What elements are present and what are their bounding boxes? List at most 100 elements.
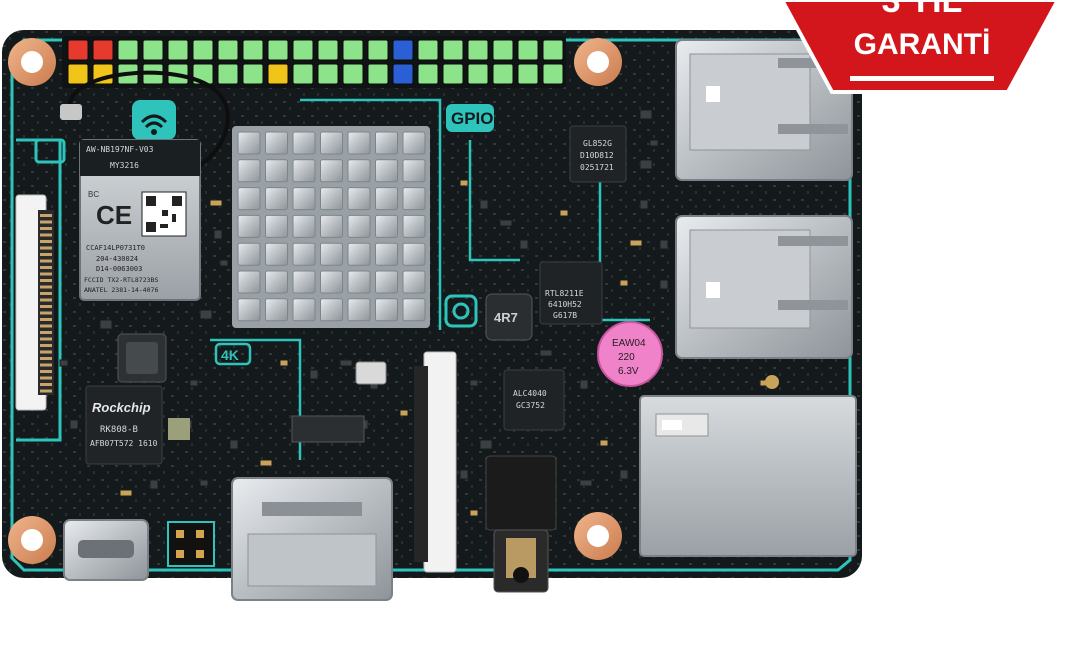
gpio-pin [92, 39, 114, 61]
electrolytic-capacitor: EAW04 220 6.3V [597, 321, 663, 387]
soc-code: AFB07T572 1610 [90, 439, 158, 448]
heatsink-fin [292, 131, 316, 155]
gpio-pin [442, 39, 464, 61]
gpio-pin [242, 39, 264, 61]
bc-mark: BC [88, 190, 99, 199]
gpio-pin [517, 63, 539, 85]
gpio-pin [67, 39, 89, 61]
gpio-pin [192, 39, 214, 61]
gpio-pin [467, 63, 489, 85]
cap-line2: 220 [618, 352, 635, 363]
heatsink-fin [292, 159, 316, 183]
gpio-pin [342, 39, 364, 61]
gpio-pin [542, 63, 564, 85]
heatsink-fin [237, 298, 261, 322]
heatsink-fin [237, 270, 261, 294]
gpio-pin [167, 39, 189, 61]
wifi-fcc: FCCID TX2-RTL8723BS [84, 276, 158, 284]
hdmi-port[interactable] [231, 477, 393, 601]
display-silkscreen-icon [34, 138, 66, 164]
soc-model: RK808-B [100, 425, 138, 435]
heatsink-fin [347, 159, 371, 183]
gpio-pin [317, 39, 339, 61]
gpio-pin [217, 63, 239, 85]
heatsink-fin [347, 131, 371, 155]
eth-line2: 6410H52 [548, 300, 582, 309]
gpio-pin [492, 39, 514, 61]
heatsink-fin [375, 131, 398, 155]
heatsink-fin [265, 131, 288, 155]
antenna-connector [60, 104, 82, 120]
audio-line2: GC3752 [516, 401, 545, 410]
audio-chip: ALC4040 GC3752 [503, 369, 565, 431]
usb-hub-line1: GL852G [583, 139, 612, 148]
micro-usb-power-port[interactable] [63, 519, 149, 581]
gpio-pin [267, 63, 289, 85]
heatsink-fin [347, 270, 371, 294]
gpio-pin [392, 39, 414, 61]
heatsink-fin [320, 159, 343, 183]
heatsink-fin [402, 187, 426, 211]
heatsink-fin [402, 242, 426, 266]
gpio-header [62, 36, 566, 88]
heatsink-fin [320, 187, 343, 211]
gpio-pin [342, 63, 364, 85]
display-ribbon-connector [15, 194, 54, 411]
soc-chip: Rockchip RK808-B AFB07T572 1610 [85, 385, 163, 465]
heatsink-fin [237, 187, 261, 211]
heatsink-fin [347, 187, 371, 211]
heatsink-fin [265, 214, 288, 238]
ce-mark: CE [96, 200, 132, 230]
heatsink-fin [320, 270, 343, 294]
k4-label: 4K [221, 347, 239, 363]
gpio-pin [442, 63, 464, 85]
eth-line3: G617B [553, 311, 577, 320]
usb-port-top[interactable] [675, 39, 853, 181]
cap-line3: 6.3V [618, 366, 639, 377]
gpio-pin [517, 39, 539, 61]
audio-line1: ALC4040 [513, 389, 547, 398]
gpio-pin [217, 39, 239, 61]
wifi-module: AW-NB197NF-V03 MY3216 CE BC CCAF14LP0731… [79, 139, 201, 301]
ethernet-port[interactable] [639, 395, 857, 557]
wifi-anatel: ANATEL 2381-14-4076 [84, 286, 158, 294]
heatsink-fin [375, 270, 398, 294]
heatsink-fin [375, 214, 398, 238]
heatsink-fin [402, 270, 426, 294]
heatsink-fin [375, 242, 398, 266]
gpio-pin [292, 39, 314, 61]
heatsink-fin [320, 298, 343, 322]
gpio-pin [417, 63, 439, 85]
badge-line2: GARANTİ [854, 28, 991, 61]
usb-hub-chip: GL852G D10D812 0251721 [569, 125, 627, 183]
gpio-label-box: GPIO [446, 104, 494, 132]
gpio-pin [542, 39, 564, 61]
audio-jack[interactable] [485, 455, 557, 593]
heatsink-fin [292, 298, 316, 322]
wifi-id2: 204-430024 [96, 255, 138, 263]
usb-port-bottom[interactable] [675, 215, 853, 359]
cap-line1: EAW04 [612, 338, 646, 349]
camera-silkscreen-icon [444, 294, 478, 328]
k4-label-box: 4K [214, 342, 252, 366]
small-jumper-header [167, 521, 215, 567]
heatsink-fin [237, 159, 261, 183]
gpio-pin [467, 39, 489, 61]
heatsink-fin [292, 242, 316, 266]
heatsink-fin [347, 298, 371, 322]
camera-ribbon-connector [414, 351, 457, 573]
wifi-silkscreen-icon [132, 100, 176, 140]
heatsink-fin [375, 298, 398, 322]
heatsink-fin [265, 187, 288, 211]
wifi-id1: CCAF14LP0731T0 [86, 244, 145, 252]
gpio-pin [492, 63, 514, 85]
heatsink-fin [402, 214, 426, 238]
gpio-pin [242, 63, 264, 85]
gpio-pin [392, 63, 414, 85]
gpio-pin [142, 39, 164, 61]
heatsink [232, 126, 430, 328]
mounting-holes [8, 38, 622, 564]
gpio-pin [117, 39, 139, 61]
